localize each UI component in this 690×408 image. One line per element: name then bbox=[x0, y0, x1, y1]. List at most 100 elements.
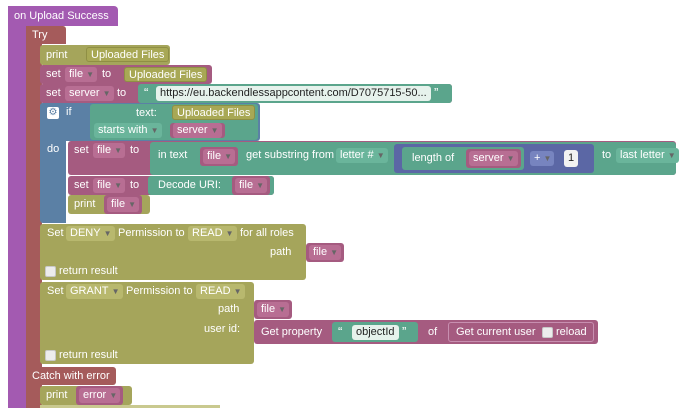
do-label: do bbox=[47, 143, 60, 155]
chevron-down-icon: ▼ bbox=[233, 287, 242, 296]
try-header[interactable]: Try bbox=[26, 26, 66, 44]
event-block[interactable] bbox=[8, 6, 26, 408]
chevron-down-icon: ▼ bbox=[278, 305, 287, 314]
number-field[interactable]: 1 bbox=[564, 150, 579, 167]
catch-block[interactable] bbox=[26, 385, 42, 408]
server-var-dropdown[interactable]: server▼ bbox=[173, 123, 222, 138]
chevron-down-icon: ▼ bbox=[256, 181, 265, 190]
read-dropdown[interactable]: READ▼ bbox=[188, 226, 237, 241]
event-header[interactable]: on Upload Success bbox=[8, 6, 118, 26]
return-result-checkbox[interactable] bbox=[45, 350, 56, 361]
grant-dropdown[interactable]: GRANT▼ bbox=[66, 284, 123, 299]
text-literal-block[interactable]: “ https://eu.backendlessappcontent.com/D… bbox=[138, 84, 452, 103]
grant-permission-block[interactable]: Set GRANT▼ Permission to READ▼ path user… bbox=[40, 282, 254, 364]
print-label: print bbox=[74, 198, 96, 210]
print-label: print bbox=[46, 49, 68, 61]
file-var-label: file bbox=[313, 246, 328, 258]
try-block[interactable] bbox=[26, 26, 42, 372]
set-substring-block[interactable]: set file▼ to in text file▼ get substring… bbox=[68, 141, 679, 175]
user-id-label: user id: bbox=[204, 323, 241, 335]
uploaded-files-var[interactable]: Uploaded Files bbox=[172, 105, 256, 120]
server-var-label: server bbox=[177, 124, 208, 136]
set-file-block[interactable]: set file▼ to Uploaded Files bbox=[40, 65, 212, 84]
letter-dropdown[interactable]: letter #▼ bbox=[336, 148, 388, 163]
file-var-dropdown[interactable]: file▼ bbox=[93, 143, 126, 158]
math-block[interactable]: length of server▼ +▼ 1 bbox=[394, 144, 594, 173]
chevron-down-icon: ▼ bbox=[210, 126, 219, 135]
file-var-label: file bbox=[97, 179, 112, 191]
read-dropdown[interactable]: READ▼ bbox=[196, 284, 245, 299]
to-label: to bbox=[117, 87, 127, 99]
file-var-label: file bbox=[111, 198, 126, 210]
object-id-field[interactable]: objectId bbox=[352, 325, 399, 340]
file-var-dropdown[interactable]: file▼ bbox=[107, 197, 140, 212]
print-label: print bbox=[46, 389, 68, 401]
set-decode-block[interactable]: set file▼ to Decode URI: file▼ bbox=[68, 176, 274, 195]
chevron-down-icon: ▼ bbox=[86, 70, 95, 79]
file-var[interactable]: file▼ bbox=[232, 176, 271, 195]
file-var-dropdown[interactable]: file▼ bbox=[309, 245, 342, 260]
try-label: Try bbox=[32, 29, 48, 41]
text-label: text: bbox=[136, 107, 157, 119]
file-var-dropdown[interactable]: file▼ bbox=[203, 149, 236, 164]
file-var-dropdown[interactable]: file▼ bbox=[93, 178, 126, 193]
reload-checkbox[interactable] bbox=[542, 327, 553, 338]
read-label: READ bbox=[192, 227, 223, 239]
file-var[interactable]: file▼ bbox=[254, 300, 293, 319]
server-var[interactable]: server▼ bbox=[466, 149, 521, 168]
gear-icon[interactable]: ⚙ bbox=[47, 107, 59, 119]
set-label: Set bbox=[47, 227, 64, 239]
set-label: set bbox=[74, 179, 89, 191]
decode-uri-block[interactable]: Decode URI: file▼ bbox=[148, 176, 274, 195]
chevron-down-icon: ▼ bbox=[543, 154, 552, 163]
uploaded-files-var[interactable]: Uploaded Files bbox=[86, 47, 170, 62]
server-var[interactable]: server▼ bbox=[170, 123, 225, 138]
length-of-label: length of bbox=[412, 152, 455, 164]
url-field[interactable]: https://eu.backendlessappcontent.com/D70… bbox=[156, 86, 431, 101]
chevron-down-icon: ▼ bbox=[150, 126, 159, 135]
get-property-block[interactable]: Get property “ objectId ” of Get current… bbox=[254, 320, 598, 344]
deny-permission-block[interactable]: Set DENY▼ Permission to READ▼ for all ro… bbox=[40, 224, 306, 280]
server-var-dropdown[interactable]: server▼ bbox=[469, 151, 518, 166]
chevron-down-icon: ▼ bbox=[330, 248, 339, 257]
print-error-block[interactable]: print error▼ bbox=[40, 386, 132, 405]
server-var-dropdown[interactable]: server▼ bbox=[65, 86, 114, 101]
letter-label: letter # bbox=[340, 149, 374, 161]
file-var[interactable]: file▼ bbox=[104, 195, 143, 214]
chevron-down-icon: ▼ bbox=[224, 152, 233, 161]
file-var-dropdown[interactable]: file▼ bbox=[257, 302, 290, 317]
file-var[interactable]: file▼ bbox=[200, 147, 239, 166]
return-result-label: return result bbox=[59, 265, 118, 277]
get-substring-label: get substring from bbox=[246, 149, 335, 161]
starts-with-block[interactable]: text: Uploaded Files starts with▼ server… bbox=[90, 104, 258, 140]
deny-dropdown[interactable]: DENY▼ bbox=[66, 226, 115, 241]
catch-header[interactable]: Catch with error bbox=[26, 367, 116, 385]
length-of-block[interactable]: length of server▼ bbox=[402, 147, 524, 170]
get-current-user-label: Get current user bbox=[456, 326, 536, 338]
get-current-user-block[interactable]: Get current user reload bbox=[448, 322, 594, 342]
file-var-label: file bbox=[97, 144, 112, 156]
uploaded-files-var[interactable]: Uploaded Files bbox=[124, 67, 208, 82]
to-label: to bbox=[102, 68, 112, 80]
file-var-dropdown[interactable]: file▼ bbox=[65, 67, 98, 82]
text-literal-block[interactable]: “ objectId ” bbox=[332, 322, 418, 342]
open-quote: “ bbox=[144, 85, 149, 100]
next-block-stub bbox=[40, 405, 220, 408]
file-var[interactable]: file▼ bbox=[306, 243, 345, 262]
starts-with-dropdown[interactable]: starts with▼ bbox=[94, 123, 162, 138]
plus-operator-dropdown[interactable]: +▼ bbox=[530, 151, 555, 166]
substring-block[interactable]: in text file▼ get substring from letter … bbox=[150, 142, 679, 175]
chevron-down-icon: ▼ bbox=[667, 151, 676, 160]
print-file-block[interactable]: print file▼ bbox=[68, 195, 150, 214]
error-var-dropdown[interactable]: error▼ bbox=[79, 388, 121, 403]
file-var-label: file bbox=[261, 303, 276, 315]
print-block[interactable]: print Uploaded Files bbox=[40, 45, 170, 65]
set-server-block[interactable]: set server▼ to “ https://eu.backendlessa… bbox=[40, 84, 452, 103]
last-letter-dropdown[interactable]: last letter▼ bbox=[616, 148, 679, 163]
error-var[interactable]: error▼ bbox=[76, 386, 124, 405]
file-var-dropdown[interactable]: file▼ bbox=[235, 178, 268, 193]
catch-label: Catch with error bbox=[32, 370, 110, 382]
return-result-checkbox[interactable] bbox=[45, 266, 56, 277]
set-label: set bbox=[46, 87, 61, 99]
file-var-label: file bbox=[239, 179, 254, 191]
